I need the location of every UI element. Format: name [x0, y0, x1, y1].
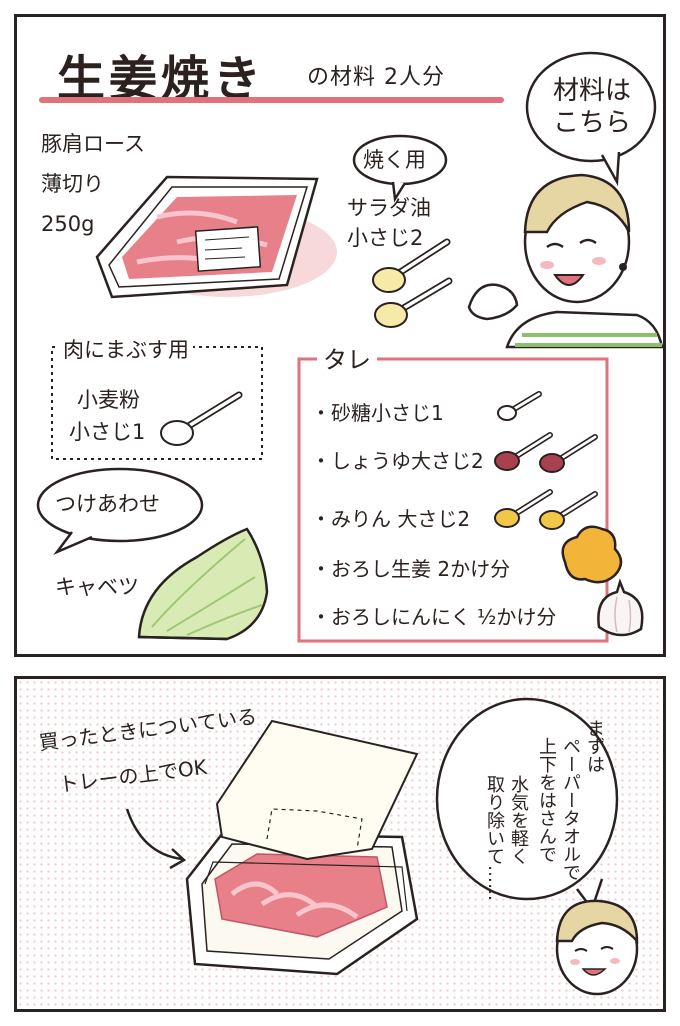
panel1-artwork [36, 51, 663, 643]
speech-column-5: 取り除いて…… [484, 775, 505, 901]
oil-spoons [372, 238, 453, 328]
mirin-spoons [494, 489, 598, 530]
title-underline [39, 97, 504, 103]
title-subtitle: の材料 2人分 [307, 65, 445, 90]
flour-amount: 小さじ1 [69, 420, 146, 444]
speech-column-1: まずは [584, 719, 605, 773]
oil-amount: 小さじ2 [347, 226, 424, 250]
speech-column-3: 上下をはさんで [536, 737, 557, 863]
sauce-box [297, 357, 609, 643]
paper-towel-illustration [215, 719, 419, 861]
pork-amount: 250g [41, 212, 95, 236]
sauce-item-garlic: ・おろしにんにく ½かけ分 [311, 605, 557, 629]
pork-tray-illustration [95, 175, 337, 299]
sugar-spoon [497, 391, 542, 421]
side-dish-bubble [36, 467, 204, 555]
side-dish-label: つけあわせ [55, 492, 160, 516]
sauce-item-mirin: ・みりん 大さじ2 [311, 507, 471, 531]
curved-arrow [125, 808, 183, 861]
oil-label-bubble [352, 134, 448, 203]
instruction-speech-bubble [435, 697, 619, 912]
woman-character [467, 173, 663, 349]
side-dish-name: キャベツ [55, 575, 139, 599]
speech-bubble-line1: 材料は [552, 76, 631, 106]
pork-cut: 薄切り [41, 172, 104, 196]
speech-column-4: 水気を軽く [508, 775, 529, 865]
oil-label: 焼く用 [363, 148, 426, 172]
pork-name: 豚肩ロース [41, 132, 145, 156]
panel2-artwork [125, 697, 639, 996]
garlic-illustration [597, 578, 644, 637]
coating-label: 肉にまぶす用 [59, 335, 193, 365]
oil-name: サラダ油 [347, 196, 431, 220]
flour-name: 小麦粉 [77, 388, 140, 412]
sauce-item-soy: ・しょうゆ大さじ2 [311, 449, 484, 473]
sauce-item-sugar: ・砂糖小さじ1 [311, 401, 444, 425]
tray-illustration [185, 832, 419, 976]
sauce-item-ginger: ・おろし生姜 2かけ分 [311, 557, 511, 581]
speech-bubble-line2: こちら [552, 108, 631, 138]
ginger-illustration [561, 525, 623, 584]
soy-sauce-spoons [494, 432, 598, 473]
woman-head-small [555, 899, 639, 996]
flour-spoon [160, 391, 243, 446]
ingredients-panel: 生姜焼き の材料 2人分 [14, 14, 666, 657]
speech-bubble-outline [525, 51, 657, 187]
speech-column-2: ペーパータオルで [560, 737, 581, 881]
preparation-panel: 買ったときについている トレーの上でOK まずは ペーパータオルで 上下をはさん… [14, 676, 666, 1012]
sauce-heading: タレ [317, 345, 377, 375]
cabbage-illustration [137, 527, 269, 641]
